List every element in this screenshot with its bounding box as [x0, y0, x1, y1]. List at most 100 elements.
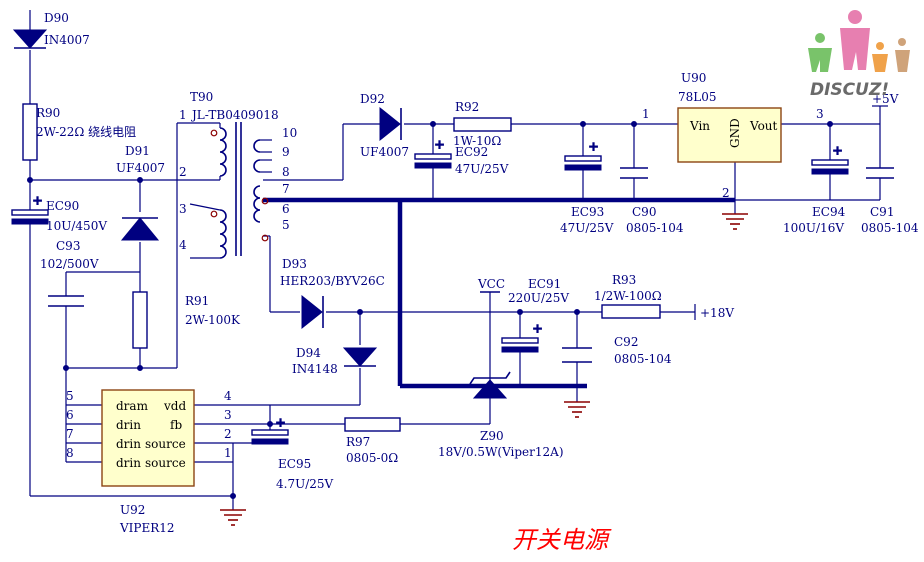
ground-symbol-primary — [220, 509, 246, 526]
u92-pin6-name: drin — [116, 418, 141, 432]
regulator-u90: U90 78L05 Vin Vout GND 1 2 3 — [642, 71, 824, 200]
ec93-ref: EC93 — [571, 205, 604, 219]
u90-pin1: 1 — [642, 107, 650, 121]
ec91-value: 220U/25V — [508, 291, 569, 305]
t90-pin9: 9 — [282, 145, 290, 159]
ground-symbol-u90 — [722, 213, 748, 230]
ec94-value: 100U/16V — [783, 221, 844, 235]
u92-ref: U92 — [120, 503, 145, 517]
u90-vin-label: Vin — [689, 119, 710, 133]
t90-ref: T90 — [190, 90, 213, 104]
t90-pin5: 5 — [282, 218, 290, 232]
u92-pin3-name: fb — [170, 418, 182, 432]
capacitor-c91: C91 0805-104 — [861, 167, 919, 235]
diode-d93: D93 HER203/BYV26C — [280, 257, 385, 330]
u92-pin2-num: 2 — [224, 427, 232, 441]
d92-ref: D92 — [360, 92, 385, 106]
vcc-net-flag: VCC — [477, 277, 505, 293]
resistor-r93: R93 1/2W-100Ω — [594, 273, 662, 319]
u92-pin1-num: 1 — [224, 446, 232, 460]
u92-pin7-name: drin — [116, 437, 141, 451]
resistor-r97: R97 0805-0Ω — [344, 417, 401, 465]
ec92-value: 47U/25V — [455, 162, 509, 176]
t90-value: JL-TB0409018 — [190, 108, 279, 122]
capacitor-c90: C90 0805-104 — [620, 167, 684, 235]
ic-u92: 5 6 7 8 dram drin drin drin 4 3 2 1 vdd … — [66, 389, 232, 535]
r90-value: 2W-22Ω 绕线电阻 — [36, 125, 136, 139]
u92-pin7-num: 7 — [66, 427, 74, 441]
t90-pin3: 3 — [179, 202, 187, 216]
d93-value: HER203/BYV26C — [280, 274, 385, 288]
r92-value: 1W-10Ω — [453, 134, 501, 148]
svg-text:+: + — [833, 143, 842, 160]
u92-pin5-name: dram — [116, 399, 149, 413]
svg-text:+: + — [533, 321, 542, 338]
c92-ref: C92 — [614, 335, 638, 349]
svg-text:+: + — [589, 139, 598, 156]
ec95-ref: EC95 — [278, 457, 311, 471]
d91-value: UF4007 — [116, 161, 165, 175]
net-label-vcc: VCC — [477, 277, 505, 291]
net-label-5v: +5V — [872, 92, 899, 106]
c93-value: 102/500V — [40, 257, 99, 271]
u92-pin5-num: 5 — [66, 389, 74, 403]
logo-figure-left — [815, 33, 825, 43]
capacitor-ec95: + EC95 4.7U/25V — [251, 414, 334, 491]
d91-ref: D91 — [125, 144, 150, 158]
svg-text:+: + — [276, 415, 285, 432]
svg-text:+: + — [33, 193, 42, 210]
capacitor-ec92: + EC92 47U/25V — [414, 136, 509, 176]
d90-ref: D90 — [44, 11, 69, 25]
transformer-t90: T90 1 JL-TB0409018 2 3 4 5 6 7 8 9 10 — [179, 90, 297, 259]
diode-d94: D94 IN4148 — [292, 346, 378, 376]
u90-pin2: 2 — [722, 186, 730, 200]
resistor-r91: R91 2W-100K — [132, 291, 241, 349]
c93-ref: C93 — [56, 239, 80, 253]
u90-pin3: 3 — [816, 107, 824, 121]
ground-symbol-secondary — [564, 401, 590, 418]
resistor-r92: R92 1W-10Ω — [453, 100, 512, 148]
c90-value: 0805-104 — [626, 221, 684, 235]
capacitor-ec94: + EC94 100U/16V — [783, 142, 849, 235]
u90-ref: U90 — [681, 71, 706, 85]
d93-ref: D93 — [282, 257, 307, 271]
ec95-value: 4.7U/25V — [276, 477, 334, 491]
u92-pin3-num: 3 — [224, 408, 232, 422]
logo-text: DISCUZ! — [810, 80, 889, 100]
r93-value: 1/2W-100Ω — [594, 289, 662, 303]
c92-value: 0805-104 — [614, 352, 672, 366]
r97-value: 0805-0Ω — [346, 451, 398, 465]
u92-pin8-num: 8 — [66, 446, 74, 460]
r90-ref: R90 — [36, 106, 60, 120]
capacitor-c93: C93 102/500V — [40, 239, 99, 307]
u90-gnd-label: GND — [728, 118, 742, 148]
logo-figure-right — [876, 42, 884, 50]
ec92-ref: EC92 — [455, 145, 488, 159]
capacitor-c92: C92 0805-104 — [562, 335, 672, 366]
u90-vout-label: Vout — [749, 119, 778, 133]
ec91-ref: EC91 — [528, 277, 561, 291]
diode-d90: D90 IN4007 — [12, 11, 90, 49]
u90-value: 78L05 — [678, 90, 717, 104]
svg-text:+: + — [435, 137, 444, 154]
z90-ref: Z90 — [480, 429, 504, 443]
capacitor-ec91: + EC91 220U/25V — [501, 277, 569, 353]
u92-pin2-name: source — [145, 437, 186, 451]
d94-value: IN4148 — [292, 362, 338, 376]
d94-ref: D94 — [296, 346, 321, 360]
c90-ref: C90 — [632, 205, 656, 219]
u92-value: VIPER12 — [119, 521, 175, 535]
r93-ref: R93 — [612, 273, 636, 287]
t90-pin6: 6 — [282, 202, 290, 216]
r91-ref: R91 — [185, 294, 209, 308]
t90-pin4: 4 — [179, 238, 187, 252]
d92-value: UF4007 — [360, 145, 409, 159]
net-label-18v: +18V — [700, 306, 734, 320]
diode-d91: D91 UF4007 — [116, 144, 165, 241]
t90-pin1: 1 — [179, 108, 187, 122]
c91-ref: C91 — [870, 205, 894, 219]
ec90-ref: EC90 — [46, 199, 79, 213]
t90-pin10: 10 — [282, 126, 297, 140]
d90-value: IN4007 — [44, 33, 90, 47]
